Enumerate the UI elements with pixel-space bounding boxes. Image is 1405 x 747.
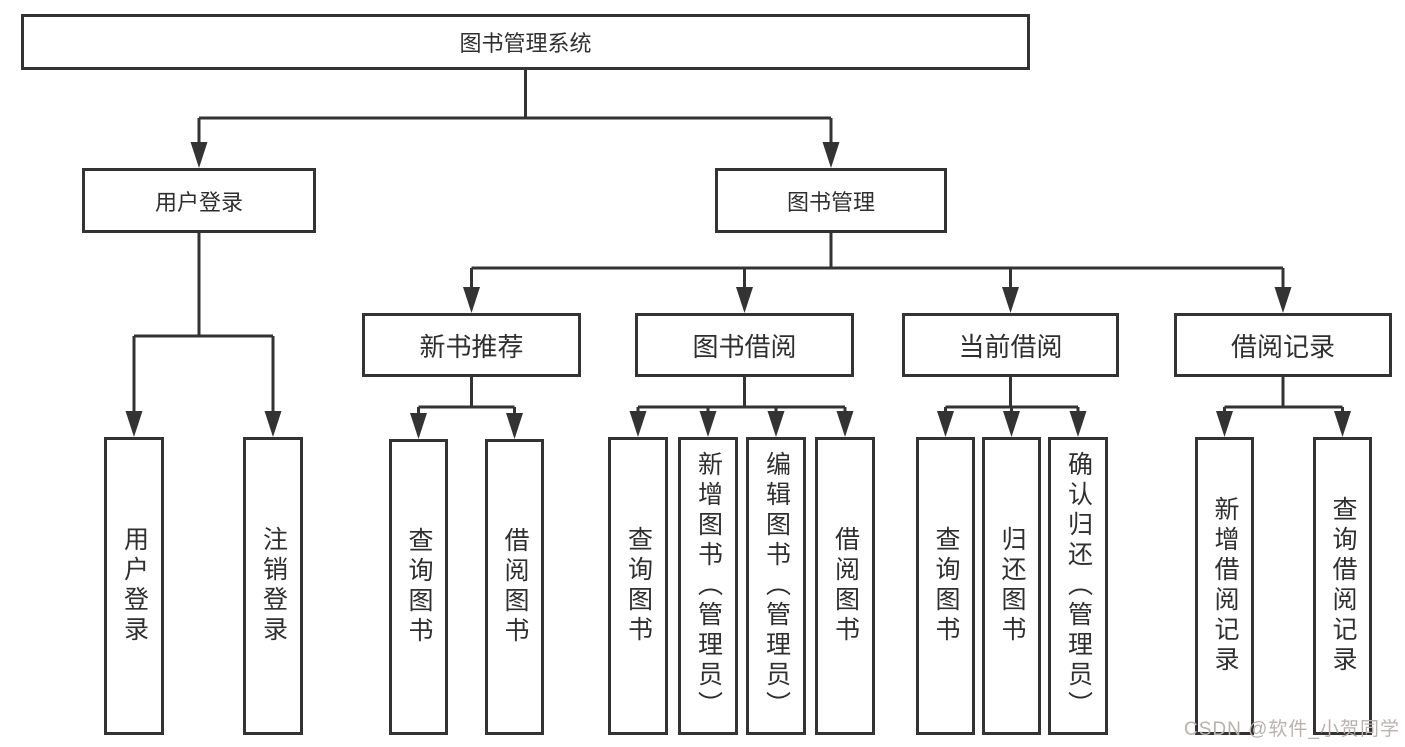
node-book-borrowing-label: 图书借阅 [692,331,797,362]
leaf-query-books-current: 查询图书 [916,437,975,735]
leaf-add-borrow-record-label: 新增借阅记录 [1211,496,1239,676]
node-new-book-recommendation: 新书推荐 [362,313,581,377]
leaf-confirm-return-admin: 确认归还（管理员） [1048,437,1108,735]
leaf-borrow-books-recommend-label: 借阅图书 [501,527,529,647]
leaf-borrow-books-borrowing-label: 借阅图书 [831,526,860,646]
node-book-management: 图书管理 [715,168,947,233]
node-book-management-label: 图书管理 [786,189,875,215]
node-library-system: 图书管理系统 [21,14,1030,70]
leaf-borrow-books-recommend: 借阅图书 [485,439,544,735]
node-user-login-label: 用户登录 [154,189,243,215]
leaf-edit-books-admin: 编辑图书（管理员） [746,437,806,735]
leaf-query-borrow-record-label: 查询借阅记录 [1329,496,1357,676]
watermark: CSDN @软件_小贺同学 [1184,719,1400,740]
leaf-query-books-borrowing-label: 查询图书 [624,526,653,646]
node-new-book-recommendation-label: 新书推荐 [419,331,524,362]
leaf-add-borrow-record: 新增借阅记录 [1195,437,1254,735]
leaf-user-login-label: 用户登录 [120,526,149,646]
leaf-user-login: 用户登录 [104,437,164,735]
leaf-query-borrow-record: 查询借阅记录 [1313,437,1372,735]
leaf-query-books-recommend: 查询图书 [389,439,448,735]
node-borrowing-records-label: 借阅记录 [1230,331,1335,362]
leaf-edit-books-admin-label: 编辑图书（管理员） [762,451,791,721]
leaf-add-books-admin: 新增图书（管理员） [678,437,738,735]
leaf-return-books-label: 归还图书 [998,526,1026,646]
node-borrowing-records: 借阅记录 [1174,313,1392,377]
leaf-confirm-return-admin-label: 确认归还（管理员） [1064,451,1093,721]
node-user-login: 用户登录 [82,168,316,233]
node-current-borrowing: 当前借阅 [902,313,1119,377]
node-library-system-label: 图书管理系统 [459,31,592,56]
leaf-return-books: 归还图书 [982,437,1041,735]
leaf-query-books-recommend-label: 查询图书 [405,527,433,647]
leaf-query-books-current-label: 查询图书 [932,526,960,646]
leaf-add-books-admin-label: 新增图书（管理员） [694,451,723,721]
leaf-borrow-books-borrowing: 借阅图书 [815,437,875,735]
leaf-logout: 注销登录 [243,437,303,735]
node-current-borrowing-label: 当前借阅 [958,331,1063,362]
node-book-borrowing: 图书借阅 [635,313,854,377]
leaf-query-books-borrowing: 查询图书 [608,437,668,735]
leaf-logout-label: 注销登录 [259,526,288,646]
